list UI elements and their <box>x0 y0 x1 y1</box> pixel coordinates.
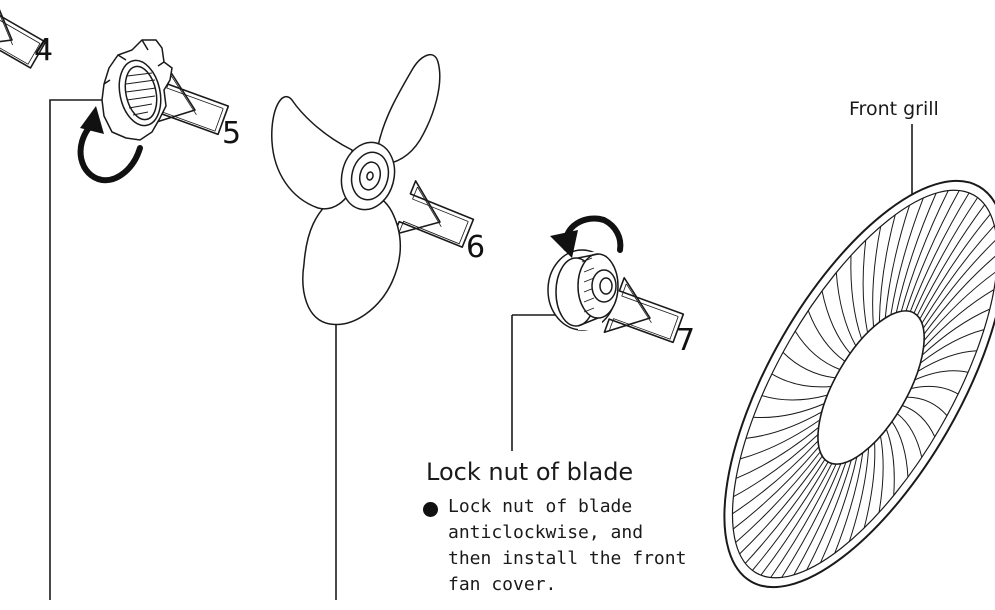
grill-spoke <box>761 394 828 401</box>
grill-spoke <box>863 442 876 529</box>
grill-spoke <box>890 197 924 315</box>
grill-spoke <box>913 197 978 314</box>
fan-blade <box>271 53 441 326</box>
grill-spoke <box>834 452 864 554</box>
grill-spoke <box>821 290 851 354</box>
step-number-7: 7 <box>676 323 695 358</box>
grill-spoke <box>923 253 995 335</box>
note-line-1: Lock nut of blade <box>448 496 633 517</box>
grill-spoke <box>770 463 837 578</box>
grill-spoke <box>891 421 909 478</box>
grill-spoke <box>896 413 923 458</box>
grill-spoke <box>753 403 825 419</box>
grill-spoke <box>905 190 960 312</box>
grill-spoke <box>744 459 826 564</box>
grill-spoke <box>917 350 977 372</box>
grill-spoke <box>910 385 959 395</box>
grill-spoke <box>735 451 821 543</box>
grill-spoke <box>733 434 819 498</box>
grill-spoke <box>895 192 937 313</box>
grill-spoke <box>920 329 985 364</box>
rotation-arrow-icon-6 <box>550 215 624 258</box>
grill-spoke <box>740 419 821 460</box>
grill-spoke <box>862 239 869 333</box>
grill-spoke <box>848 447 870 542</box>
grill-spoke <box>885 428 895 496</box>
grill-spoke <box>820 456 858 563</box>
front-grill-label: Front grill <box>849 98 939 120</box>
note-line-2: anticlockwise, and <box>448 522 644 543</box>
spinner-nut <box>101 39 173 141</box>
grill-spoke <box>909 192 970 312</box>
grill-spoke <box>735 427 819 479</box>
grill-spoke <box>884 205 910 319</box>
grill-spoke <box>878 435 884 513</box>
grill-spoke <box>806 460 852 571</box>
grill-spoke <box>782 352 836 379</box>
grill-spoke <box>914 370 969 381</box>
bullet-dot-icon <box>423 502 438 517</box>
grill-spoke <box>923 270 995 341</box>
grill-spoke <box>916 204 986 316</box>
grill-spoke <box>923 289 995 348</box>
grill-spoke <box>793 462 847 576</box>
grill-spoke <box>752 461 829 571</box>
grill-spoke <box>900 190 949 312</box>
lock-nut-title: Lock nut of blade <box>426 458 634 486</box>
grill-spoke <box>771 373 832 388</box>
note-line-3: then install the front <box>448 548 687 569</box>
grill-spoke <box>807 310 846 362</box>
step-number-5: 5 <box>222 116 241 151</box>
grill-spoke <box>878 214 896 323</box>
grill-spoke <box>922 238 995 329</box>
grill-spoke <box>739 455 823 555</box>
grill-spoke <box>781 463 842 578</box>
leader-lines <box>49 99 913 600</box>
step-number-4: 4 <box>34 33 53 68</box>
grill-spoke <box>902 405 936 438</box>
grill-spoke <box>794 330 841 370</box>
rotation-arrow-icon-4 <box>77 106 143 184</box>
grill-spoke <box>872 226 882 328</box>
front-grill <box>723 179 995 589</box>
note-line-4: fan cover. <box>448 574 557 595</box>
grill-spoke <box>906 396 948 416</box>
grill-spoke <box>850 255 863 340</box>
grill-spoke <box>919 213 991 320</box>
step-number-6: 6 <box>466 230 485 265</box>
grill-spoke <box>921 225 995 324</box>
grill-spoke <box>732 446 820 530</box>
grill-spoke <box>745 411 822 439</box>
grill-spoke <box>732 440 819 515</box>
blade-lock-nut <box>547 249 619 331</box>
grill-spoke <box>760 463 833 576</box>
grill-spoke <box>921 308 990 356</box>
grill-spoke <box>835 272 857 347</box>
